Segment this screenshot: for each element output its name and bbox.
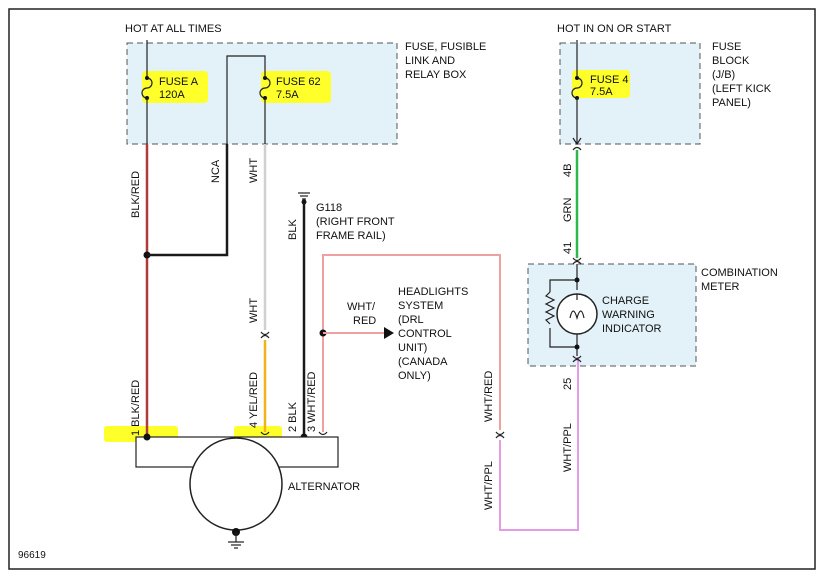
charge-warning-indicator-label: CHARGE WARNING INDICATOR — [602, 295, 662, 335]
alternator-pin-1-label: 1 BLK/RED — [130, 380, 142, 436]
highlight-fuse-a — [142, 71, 208, 103]
hot-in-on-or-start-label: HOT IN ON OR START — [557, 23, 672, 35]
wire-wht-ppl — [499, 357, 579, 531]
resistor-symbol — [544, 291, 556, 325]
wire-nca — [147, 144, 229, 257]
wire-label-wht-red-headlights: WHT/ RED — [347, 301, 378, 327]
wire-label-pin-4b: 4B — [562, 164, 574, 177]
combination-meter-box — [527, 263, 697, 367]
hot-at-all-times-label: HOT AT ALL TIMES — [125, 23, 222, 35]
wire-label-grn: GRN — [562, 198, 574, 223]
alternator-symbol — [189, 437, 283, 531]
wire-label-blk: BLK — [287, 219, 299, 240]
fuse-62-symbol — [259, 77, 271, 99]
fuse-62-label: FUSE 62 7.5A — [276, 76, 324, 101]
wire-label-wht-ppl-bottom: WHT/PPL — [483, 461, 495, 510]
wire-label-wht-mid: WHT — [248, 298, 260, 323]
fuse-box-left-label: FUSE, FUSIBLE LINK AND RELAY BOX — [405, 41, 489, 81]
wire-label-pin-25: 25 — [562, 378, 574, 390]
ground-g118-label: G118 (RIGHT FRONT FRAME RAIL) — [316, 202, 398, 242]
combination-meter-label: COMBINATION METER — [701, 267, 781, 293]
fuse-a-symbol — [141, 77, 153, 99]
highlight-fuse-62 — [261, 71, 331, 103]
wire-label-pin-41: 41 — [562, 242, 574, 254]
wire-label-nca: NCA — [210, 159, 222, 183]
headlights-system-label: HEADLIGHTS SYSTEM (DRL CONTROL UNIT) (CA… — [398, 286, 471, 382]
fuse-a-label: FUSE A 120A — [159, 76, 201, 101]
diagram-frame — [8, 8, 816, 570]
wire-label-wht-top: WHT — [248, 158, 260, 183]
headlights-arrow — [384, 327, 394, 339]
alternator-pin-3-label: 3 WHT/RED — [306, 371, 318, 432]
wire-label-wht-red-right: WHT/RED — [483, 371, 495, 422]
wire-wht-red — [322, 254, 501, 432]
wire-label-blk-red-top: BLK/RED — [130, 171, 142, 218]
fuse-4-symbol — [571, 77, 583, 99]
highlight-fuse-4 — [572, 70, 630, 98]
fuse-4-label: FUSE 4 7.5A — [590, 74, 632, 98]
alternator-pin-4-label: 4 YEL/RED — [248, 372, 260, 428]
alternator-label: ALTERNATOR — [288, 481, 360, 493]
figure-id-label: 96619 — [18, 550, 46, 561]
wire-label-wht-ppl-right: WHT/PPL — [562, 423, 574, 472]
fuse-box-right-label: FUSE BLOCK (J/B) (LEFT KICK PANEL) — [712, 41, 774, 109]
alternator-pin-2-label: 2 BLK — [287, 401, 299, 432]
